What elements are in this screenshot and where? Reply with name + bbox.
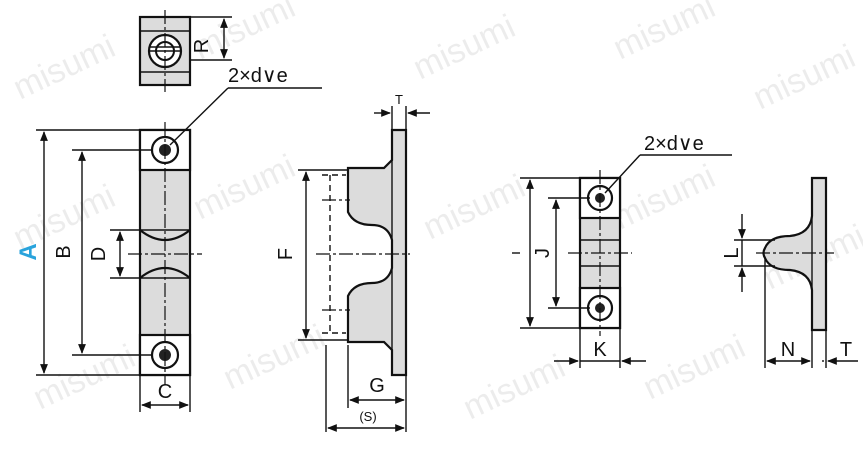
- dim-G-label: G: [369, 375, 385, 397]
- svg-text:misumi: misumi: [747, 37, 861, 117]
- watermark-layer: misumi misumi misumi misumi misumi misum…: [7, 0, 863, 427]
- front-view: A B D C 2×d∨e: [15, 65, 322, 412]
- dim-D-label: D: [88, 247, 110, 261]
- svg-text:misumi: misumi: [637, 327, 751, 407]
- svg-text:misumi: misumi: [407, 7, 521, 87]
- dim-R-label: R: [191, 39, 213, 53]
- svg-text:misumi: misumi: [7, 27, 121, 107]
- svg-text:misumi: misumi: [607, 0, 721, 67]
- svg-text:misumi: misumi: [417, 167, 531, 247]
- small-front-view: J K 2×d∨e: [512, 133, 732, 368]
- dim-A-label: A: [15, 243, 42, 260]
- top-view: R: [138, 10, 232, 92]
- svg-text:misumi: misumi: [607, 157, 721, 237]
- dim-S-label: (S): [359, 409, 376, 424]
- hole-note-leader-right: [604, 154, 641, 194]
- dim-T-right-label: T: [840, 339, 852, 361]
- hole-note-leader: [169, 87, 229, 146]
- svg-text:misumi: misumi: [187, 0, 301, 67]
- side-view-body: [346, 128, 408, 377]
- dim-N-label: N: [781, 339, 795, 361]
- dim-J-label: J: [532, 248, 554, 258]
- dim-K-label: K: [593, 339, 607, 361]
- small-side-body: [762, 176, 828, 332]
- small-side-view: L N T: [721, 176, 858, 368]
- svg-text:misumi: misumi: [187, 147, 301, 227]
- dim-C-label: C: [158, 381, 172, 403]
- dim-B-label: B: [53, 245, 75, 258]
- hole-note-left: 2×d∨e: [228, 65, 288, 87]
- hole-note-right: 2×d∨e: [644, 133, 704, 155]
- dim-F-label: F: [275, 248, 297, 260]
- dim-T-top-label: T: [395, 92, 403, 107]
- svg-text:misumi: misumi: [217, 317, 331, 397]
- side-view: F T G (S): [275, 92, 430, 432]
- svg-text:misumi: misumi: [457, 347, 571, 427]
- dim-L-label: L: [721, 247, 743, 258]
